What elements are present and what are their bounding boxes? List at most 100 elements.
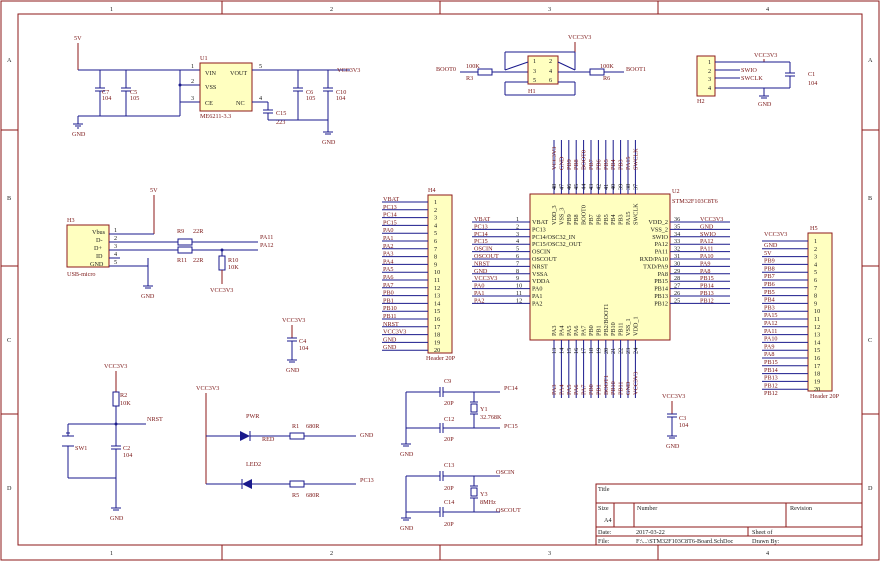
u2-right-pin-number: 25 xyxy=(674,297,680,304)
c2-val: 104 xyxy=(123,452,132,459)
c1-ref: C1 xyxy=(808,71,815,78)
u2-right-pin-name: VDD_2 xyxy=(648,219,668,226)
tb-size: A4 xyxy=(604,517,612,524)
h4-net-label: VBAT xyxy=(383,196,399,203)
h1-pin: 1 xyxy=(533,58,536,65)
u2-top-pin-number: 37 xyxy=(632,184,639,190)
usb-pin-num: 5 xyxy=(114,259,117,266)
u2-bottom-pin-number: 15 xyxy=(566,348,573,354)
sw1-ref: SW1 xyxy=(75,445,87,452)
u2-left-net: PC15 xyxy=(474,238,488,245)
u2-top-pin-number: 45 xyxy=(573,184,580,190)
r11-val: 22R xyxy=(193,257,204,264)
c6-ref: C6 xyxy=(306,89,313,96)
tb-file: F:\...\STM32F103C8T6-Board.SchDoc xyxy=(636,538,734,545)
u2-bottom-pin-name: PA5 xyxy=(566,326,573,336)
u2-bottom-net: BOOT1 xyxy=(603,375,610,395)
row-label: C xyxy=(7,337,11,344)
net-swclk: SWCLK xyxy=(741,75,763,82)
r1-val: 680R xyxy=(306,423,320,430)
gnd-label: GND xyxy=(666,443,680,450)
col-label: 1 xyxy=(110,6,113,13)
u2-right-pin-number: 29 xyxy=(674,268,680,275)
u2-left-net: PC14 xyxy=(474,231,488,238)
tb-file-label: File: xyxy=(598,538,610,545)
r5-val: 680R xyxy=(306,492,320,499)
u2-left-pin-number: 10 xyxy=(516,283,522,290)
u2-bottom-pin-name: VDD_1 xyxy=(632,316,639,336)
net-vcc3v3: VCC3V3 xyxy=(104,363,127,370)
r9-val: 22R xyxy=(193,228,204,235)
tb-date: 2017-03-22 xyxy=(636,529,665,536)
r2-ref: R2 xyxy=(120,392,127,399)
u1-ref: U1 xyxy=(200,55,208,62)
h5-net-label: VCC3V3 xyxy=(764,231,787,238)
u1-part: ME6211-3.3 xyxy=(200,113,231,120)
c7-ref: C7 xyxy=(102,89,109,96)
h2-ref: H2 xyxy=(697,98,705,105)
c3-decoupling: VCC3V3 C3 104 GND xyxy=(662,393,688,450)
u2-left-pin-name: PC15/OSC32_OUT xyxy=(532,241,582,248)
h1-pin: 5 xyxy=(533,77,536,84)
u2-bottom-net: PA6 xyxy=(573,385,580,395)
net-vcc3v3: VCC3V3 xyxy=(662,393,685,400)
gnd-label: GND xyxy=(141,293,155,300)
u2-top-pin-name: PA15 xyxy=(625,211,632,225)
u2-right-net: PA10 xyxy=(700,253,714,260)
u2-bottom-pin-number: 13 xyxy=(551,348,558,354)
h4-net-label: GND xyxy=(383,336,397,343)
h1-pin: 4 xyxy=(549,68,552,75)
u2-left-pin-number: 4 xyxy=(516,238,519,245)
c2-ref: C2 xyxy=(123,445,130,452)
u2-left-pin-name: PA1 xyxy=(532,293,542,300)
h4-pin-number: 8 xyxy=(434,254,437,261)
c12-val: 20P xyxy=(444,436,454,443)
h5-pin-number: 3 xyxy=(814,254,817,261)
u2-left-pin-name: VSSA xyxy=(532,271,548,278)
h4-pin-number: 18 xyxy=(434,332,440,339)
h4-pin-number: 1 xyxy=(434,199,437,206)
u2-left-pin-name: NRST xyxy=(532,263,548,270)
r3-val: 100K xyxy=(466,63,480,70)
c5-ref: C5 xyxy=(130,89,137,96)
u2-bottom-net: PB1 xyxy=(595,384,602,395)
h5-pin-number: 14 xyxy=(814,339,820,346)
col-label: 4 xyxy=(766,6,769,13)
r6-ref: R6 xyxy=(603,75,610,82)
u2-top-pin-name: VSS_3 xyxy=(558,207,565,225)
u2-left-pin-number: 11 xyxy=(516,290,522,297)
u2-left-net: GND xyxy=(474,268,488,275)
h5-pin-number: 2 xyxy=(814,246,817,253)
u2-top-pin-name: VDD_3 xyxy=(551,205,558,225)
h5-pin-number: 5 xyxy=(814,269,817,276)
h3-part: USB-micro xyxy=(67,271,96,278)
c14-val: 20P xyxy=(444,521,454,528)
r5-ref: R5 xyxy=(292,492,299,499)
h2-header xyxy=(696,55,716,97)
u2-bottom-pin-name: PB10 xyxy=(610,322,617,336)
u2-top-pin-name: BOOT0 xyxy=(581,205,588,225)
h4-net-label: PC15 xyxy=(383,219,397,226)
u2-right-net: VCC3V3 xyxy=(700,216,723,223)
u2-top-pin-number: 40 xyxy=(610,184,617,190)
row-label: C xyxy=(868,337,872,344)
u2-bottom-net: GND xyxy=(625,381,632,395)
h4-net-label: PC13 xyxy=(383,204,397,211)
u2-part: STM32F103C8T6 xyxy=(672,198,718,205)
u2-left-pin-number: 5 xyxy=(516,246,519,253)
row-label: B xyxy=(7,195,11,202)
u2-right-pin-name: VSS_2 xyxy=(650,226,668,233)
h5-net-label: PB8 xyxy=(764,265,775,272)
u2-right-pin-number: 30 xyxy=(674,260,680,267)
h4-pin-number: 12 xyxy=(434,285,440,292)
u2-bottom-net: PA4 xyxy=(558,385,565,395)
reset-section: VCC3V3 R2 10K NRST SW1 C2 104 GND xyxy=(62,363,163,522)
tb-date-label: Date: xyxy=(598,529,612,536)
led-red: RED xyxy=(262,436,275,443)
h5-pin-number: 4 xyxy=(814,261,817,268)
c10-val: 104 xyxy=(336,95,345,102)
u2-left-pin-name: VBAT xyxy=(532,219,548,226)
u2-right-pin-number: 26 xyxy=(674,290,680,297)
u2-bottom-pin-number: 18 xyxy=(588,348,595,354)
